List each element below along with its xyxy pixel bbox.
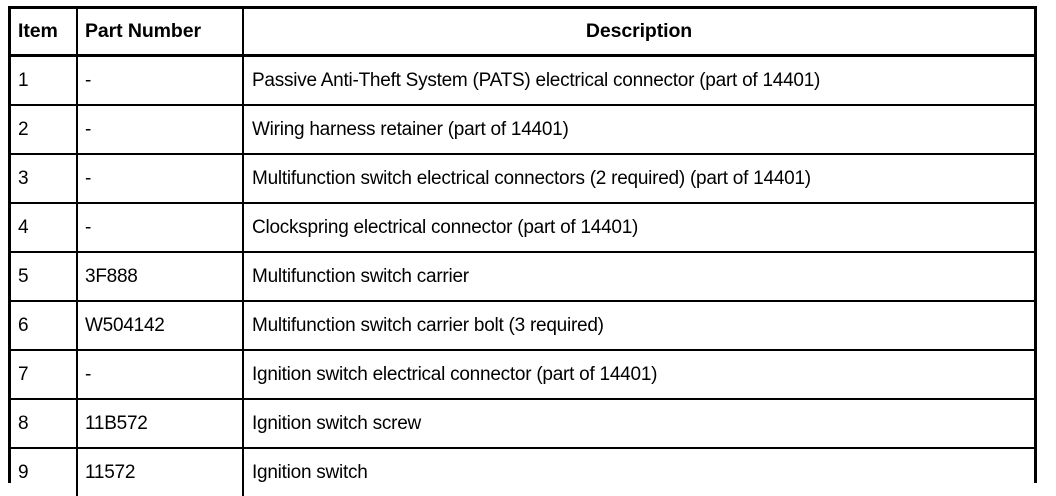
parts-table-container: Item Part Number Description 1-Passive A… (8, 6, 1037, 483)
cell-item: 4 (11, 203, 77, 252)
cell-part-number: W504142 (77, 301, 243, 350)
cell-part-number: 11B572 (77, 399, 243, 448)
table-row: 4-Clockspring electrical connector (part… (11, 203, 1034, 252)
cell-description: Ignition switch (243, 448, 1034, 496)
cell-description: Ignition switch screw (243, 399, 1034, 448)
cell-description: Multifunction switch electrical connecto… (243, 154, 1034, 203)
cell-item: 2 (11, 105, 77, 154)
cell-item: 9 (11, 448, 77, 496)
cell-part-number: - (77, 105, 243, 154)
cell-item: 6 (11, 301, 77, 350)
table-row: 2-Wiring harness retainer (part of 14401… (11, 105, 1034, 154)
parts-legend-table: Item Part Number Description 1-Passive A… (11, 9, 1034, 496)
cell-part-number: 3F888 (77, 252, 243, 301)
cell-part-number: - (77, 56, 243, 106)
cell-description: Multifunction switch carrier (243, 252, 1034, 301)
column-header-item: Item (11, 9, 77, 56)
column-header-part-number: Part Number (77, 9, 243, 56)
table-row: 7-Ignition switch electrical connector (… (11, 350, 1034, 399)
cell-item: 7 (11, 350, 77, 399)
cell-item: 3 (11, 154, 77, 203)
cell-item: 5 (11, 252, 77, 301)
cell-description: Clockspring electrical connector (part o… (243, 203, 1034, 252)
column-header-description: Description (243, 9, 1034, 56)
cell-part-number: 11572 (77, 448, 243, 496)
table-row: 1-Passive Anti-Theft System (PATS) elect… (11, 56, 1034, 106)
table-body: 1-Passive Anti-Theft System (PATS) elect… (11, 56, 1034, 496)
cell-item: 8 (11, 399, 77, 448)
cell-description: Wiring harness retainer (part of 14401) (243, 105, 1034, 154)
table-header: Item Part Number Description (11, 9, 1034, 56)
cell-part-number: - (77, 154, 243, 203)
cell-description: Ignition switch electrical connector (pa… (243, 350, 1034, 399)
table-row: 3-Multifunction switch electrical connec… (11, 154, 1034, 203)
cell-description: Multifunction switch carrier bolt (3 req… (243, 301, 1034, 350)
cell-description: Passive Anti-Theft System (PATS) electri… (243, 56, 1034, 106)
table-header-row: Item Part Number Description (11, 9, 1034, 56)
cell-part-number: - (77, 203, 243, 252)
cell-item: 1 (11, 56, 77, 106)
cell-part-number: - (77, 350, 243, 399)
